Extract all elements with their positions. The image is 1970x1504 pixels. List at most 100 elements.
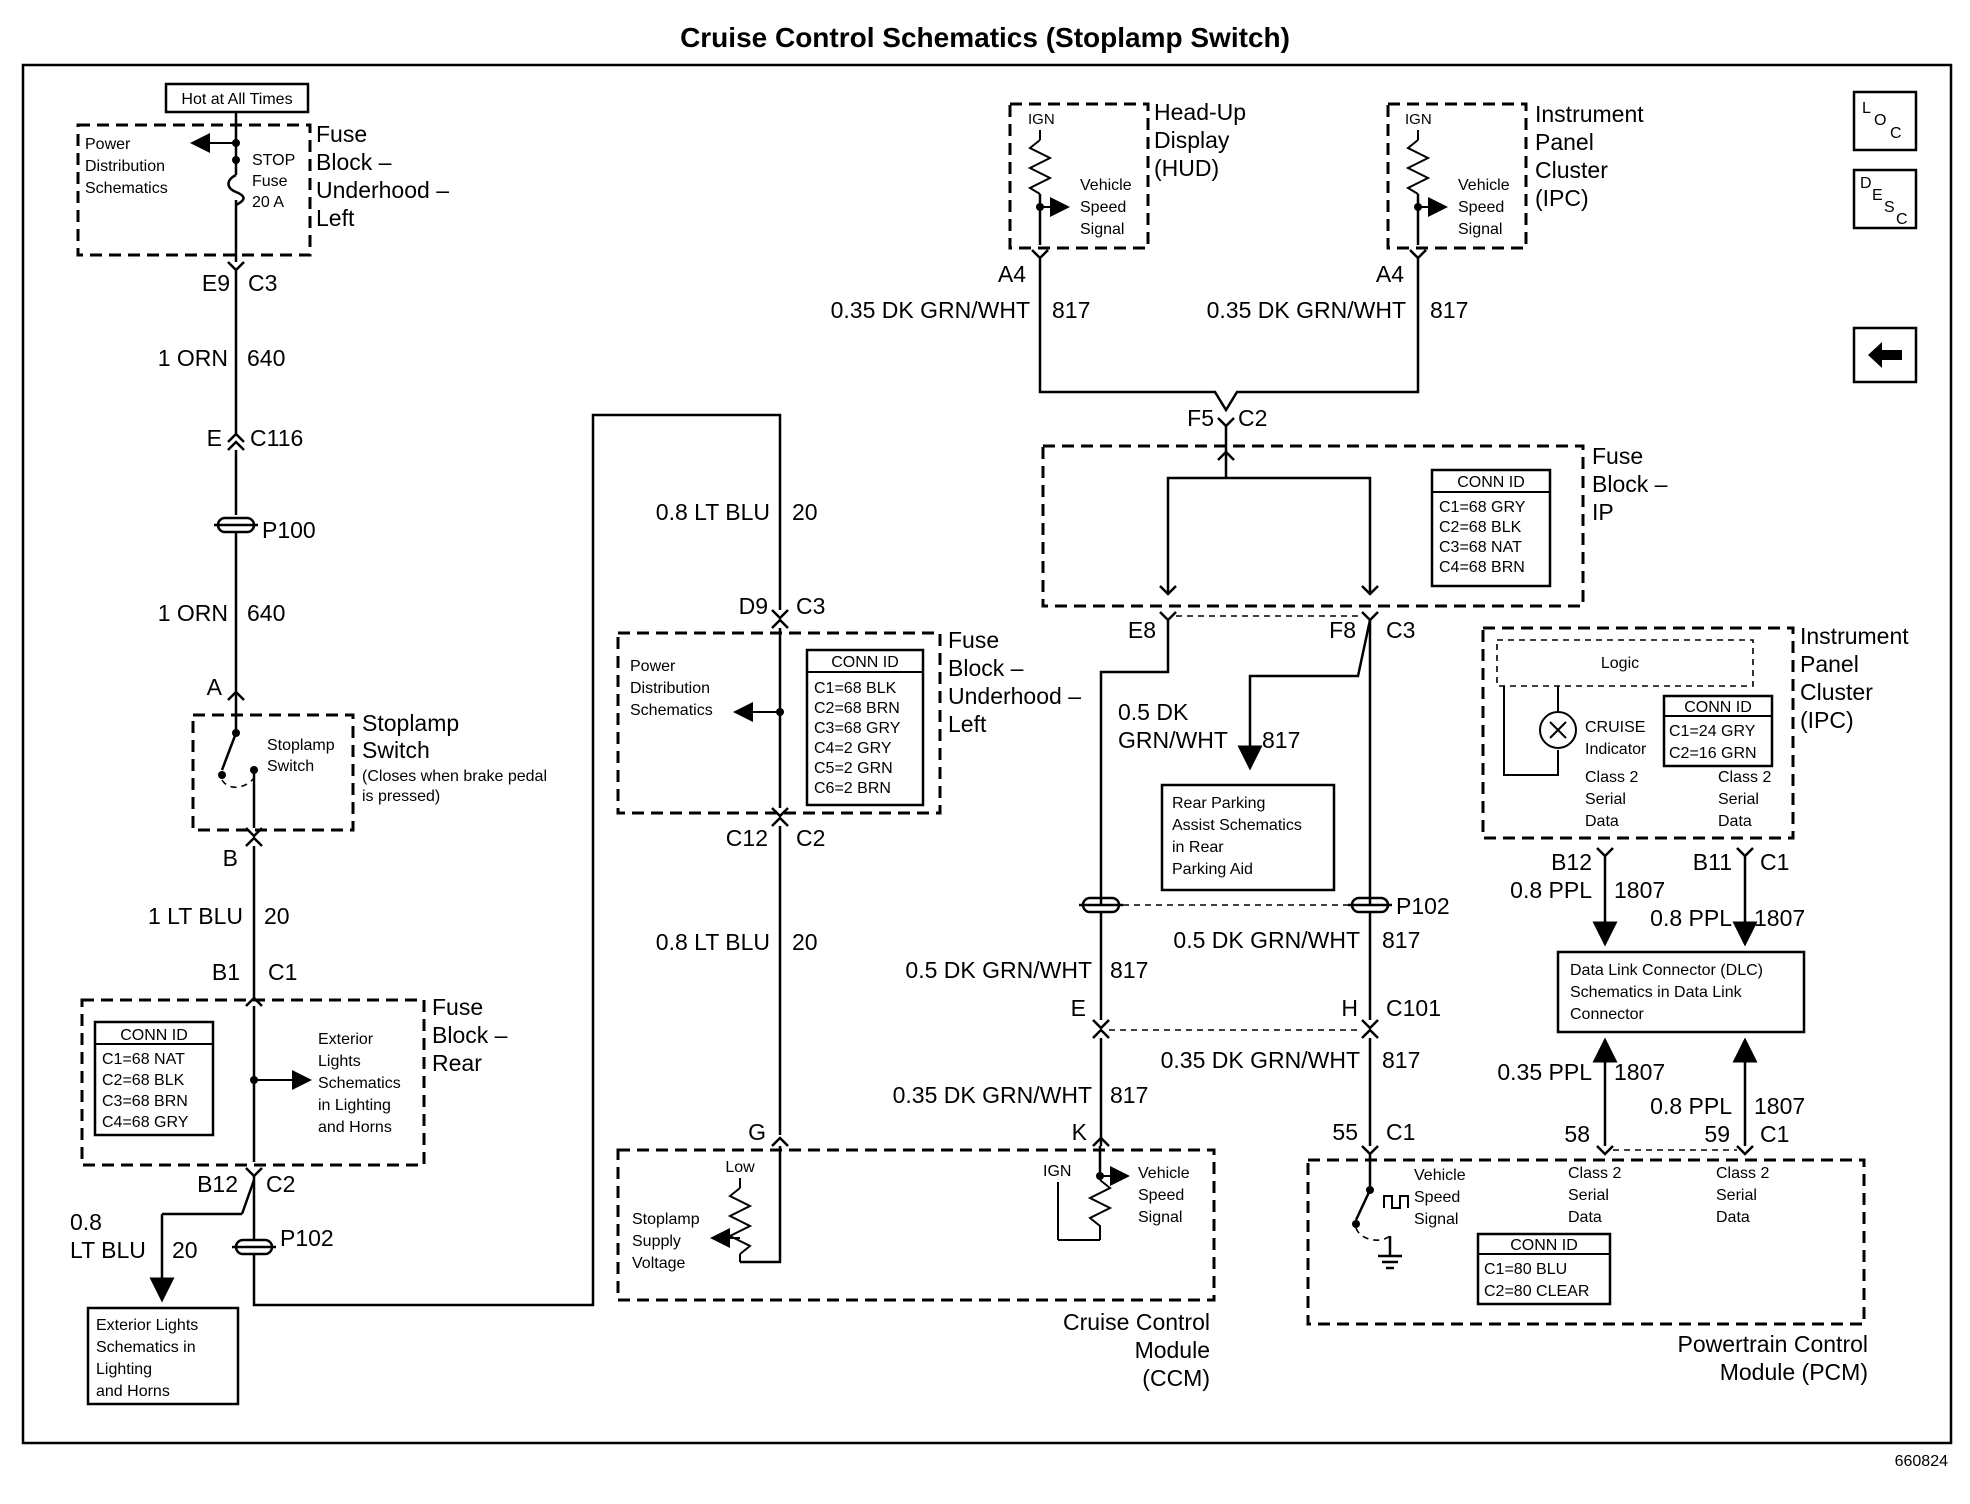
fuse-label: STOP — [252, 152, 295, 169]
vss-label: Speed — [1458, 199, 1504, 216]
vss-label: Speed — [1080, 199, 1126, 216]
exterior-box-label: Lighting — [96, 1361, 152, 1378]
wire-circuit: 20 — [172, 1237, 198, 1263]
pin-label: A4 — [998, 261, 1026, 287]
vss-label: Signal — [1138, 1209, 1182, 1226]
class2-label: Serial — [1585, 791, 1626, 808]
loc-button[interactable]: L O C — [1852, 90, 1918, 152]
pcm-label: Module (PCM) — [1720, 1359, 1868, 1385]
diagram-frame — [21, 63, 1953, 1445]
wire-size: 1 LT BLU — [148, 903, 243, 929]
wire-circuit: 1807 — [1754, 905, 1805, 931]
conn-id-entry: C4=68 BRN — [1439, 559, 1525, 576]
vss-label: Vehicle — [1458, 177, 1510, 194]
conn-id-entry: C1=24 GRY — [1669, 723, 1756, 740]
wire-size: 0.5 DK — [1118, 699, 1189, 725]
conn-id-title: CONN ID — [831, 654, 899, 671]
wire-size: 0.35 PPL — [1497, 1059, 1592, 1085]
wire-circuit: 1807 — [1614, 877, 1665, 903]
square-wave-icon — [1383, 1195, 1409, 1209]
resistor-symbol — [1405, 139, 1431, 195]
pin-label: 59 — [1704, 1121, 1730, 1147]
conn-id-title: CONN ID — [1510, 1237, 1578, 1254]
wire-circuit: 1807 — [1614, 1059, 1665, 1085]
conn-id-entry: C2=68 BLK — [102, 1072, 185, 1089]
switch-label: Stoplamp — [362, 710, 459, 736]
fuse-block-rear-label: Block – — [432, 1022, 508, 1048]
fuse-label: 20 A — [252, 194, 284, 211]
dlc-label: Schematics in Data Link — [1570, 984, 1743, 1001]
conn-id-table — [1476, 1232, 1612, 1306]
ipc-label: Cluster — [1800, 679, 1873, 705]
switch-label: Switch — [362, 737, 430, 763]
conn-id-entry: C3=68 NAT — [1439, 539, 1522, 556]
ccm-label: (CCM) — [1142, 1365, 1210, 1391]
fuse-block-ip-label: Fuse — [1592, 443, 1643, 469]
power-dist-label: Schematics — [630, 702, 713, 719]
ccm-label: Module — [1135, 1337, 1210, 1363]
fuse-block-underhood-left-box — [76, 123, 312, 257]
conn-id-entry: C1=80 BLU — [1484, 1261, 1567, 1278]
wire-size: 0.5 DK GRN/WHT — [1173, 927, 1360, 953]
wire-circuit: 20 — [792, 499, 818, 525]
conn-id-table — [1430, 468, 1552, 588]
svg-text:C: C — [1890, 125, 1902, 142]
hot-at-all-times-label: Hot at All Times — [181, 91, 292, 108]
vss-label: Signal — [1080, 221, 1124, 238]
connector-label: C1 — [1386, 1119, 1415, 1145]
desc-button[interactable]: D E S C — [1852, 168, 1918, 230]
pin-label: 55 — [1332, 1119, 1358, 1145]
svg-text:L: L — [1862, 100, 1871, 117]
class2-label: Class 2 — [1716, 1165, 1769, 1182]
ext-lights-label: Schematics — [318, 1075, 401, 1092]
vss-label: Vehicle — [1080, 177, 1132, 194]
fuse-block-rear-box — [80, 998, 426, 1167]
ext-lights-label: and Horns — [318, 1119, 392, 1136]
splice-label: P100 — [262, 517, 316, 543]
power-dist-label: Distribution — [630, 680, 710, 697]
pin-label: E8 — [1128, 617, 1156, 643]
wire-size: 1 ORN — [158, 345, 228, 371]
wire-size: 0.35 DK GRN/WHT — [1207, 297, 1406, 323]
fuse-block-label: Fuse — [316, 121, 367, 147]
resistor-symbol — [1027, 139, 1053, 195]
exterior-box-label: and Horns — [96, 1383, 170, 1400]
back-arrow-button[interactable] — [1852, 326, 1918, 384]
class2-label: Serial — [1716, 1187, 1757, 1204]
cruise-label: Indicator — [1585, 741, 1647, 758]
wire-circuit: 817 — [1110, 1082, 1148, 1108]
logic-box — [1496, 639, 1754, 687]
resistor-symbol — [1087, 1179, 1113, 1240]
ccm-label: Cruise Control — [1063, 1309, 1210, 1335]
logic-label: Logic — [1601, 655, 1639, 672]
conn-id-entry: C4=2 GRY — [814, 740, 892, 757]
vss-label: Signal — [1458, 221, 1502, 238]
lt-blu-wire-route — [252, 413, 782, 1307]
connector-label: C1 — [1760, 849, 1789, 875]
fuse-label: Fuse — [252, 173, 288, 190]
svg-text:O: O — [1874, 112, 1886, 129]
fuse-block-label: Underhood – — [316, 177, 449, 203]
ipc-label: Instrument — [1535, 101, 1644, 127]
left-arrow-icon — [1868, 342, 1902, 368]
conn-id-title: CONN ID — [1684, 699, 1752, 716]
rpa-label: in Rear — [1172, 839, 1224, 856]
switch-contact — [1354, 1189, 1372, 1221]
rpa-box — [1160, 783, 1336, 892]
pin-label: B1 — [212, 959, 240, 985]
wire-size: 0.35 DK GRN/WHT — [1161, 1047, 1360, 1073]
fuse-block-label: Block – — [948, 655, 1024, 681]
conn-id-entry: C2=80 CLEAR — [1484, 1283, 1589, 1300]
svg-text:C: C — [1896, 211, 1908, 228]
ext-lights-label: in Lighting — [318, 1097, 391, 1114]
vss-label: Signal — [1414, 1211, 1458, 1228]
page-title: Cruise Control Schematics (Stoplamp Swit… — [680, 22, 1290, 53]
conn-id-entry: C1=68 GRY — [1439, 499, 1526, 516]
rpa-label: Parking Aid — [1172, 861, 1253, 878]
rpa-label: Rear Parking — [1172, 795, 1265, 812]
resistor-symbol — [727, 1187, 753, 1255]
hot-at-all-times-box — [164, 82, 310, 114]
pcm-box — [1306, 1158, 1866, 1326]
ign-label: IGN — [1028, 111, 1055, 128]
class2-label: Serial — [1568, 1187, 1609, 1204]
